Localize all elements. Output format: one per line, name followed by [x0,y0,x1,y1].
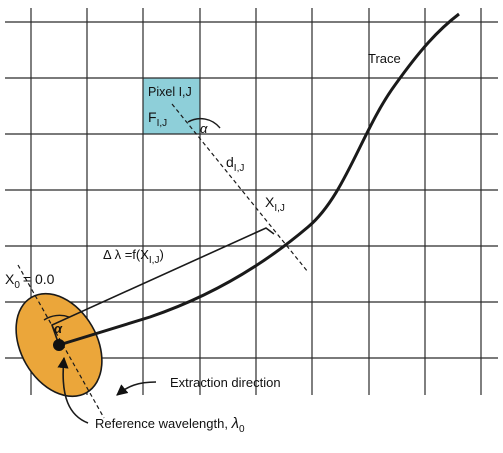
reference-wavelength-label: Reference wavelength, λ0 [95,415,245,435]
pixel-angle-arc [187,117,221,129]
pixel-projection-line [171,103,309,273]
spectral-trace [58,12,460,347]
extraction-arrow [116,381,157,396]
reference-arrow [57,356,89,424]
trace-label: Trace [368,51,401,66]
origin-point [53,339,65,351]
pixel-ij-cell [143,78,200,134]
pixel-label: Pixel I,J [148,85,192,99]
pixel-angle-label: α [200,121,208,136]
delta-lambda-label: Δ λ =f(XI,J) [103,247,164,266]
distance-label: dI,J [226,154,244,174]
origin-angle-arc [43,314,70,321]
origin-angle-label: α [54,321,63,336]
flux-label: FI,J [148,109,167,129]
pixel-grid [5,8,498,395]
delta-lambda-bracket [51,227,275,346]
extraction-direction-label: Extraction direction [170,375,281,390]
x0-label: X0= 0.0 [5,271,55,291]
position-label: XI,J [265,194,285,214]
